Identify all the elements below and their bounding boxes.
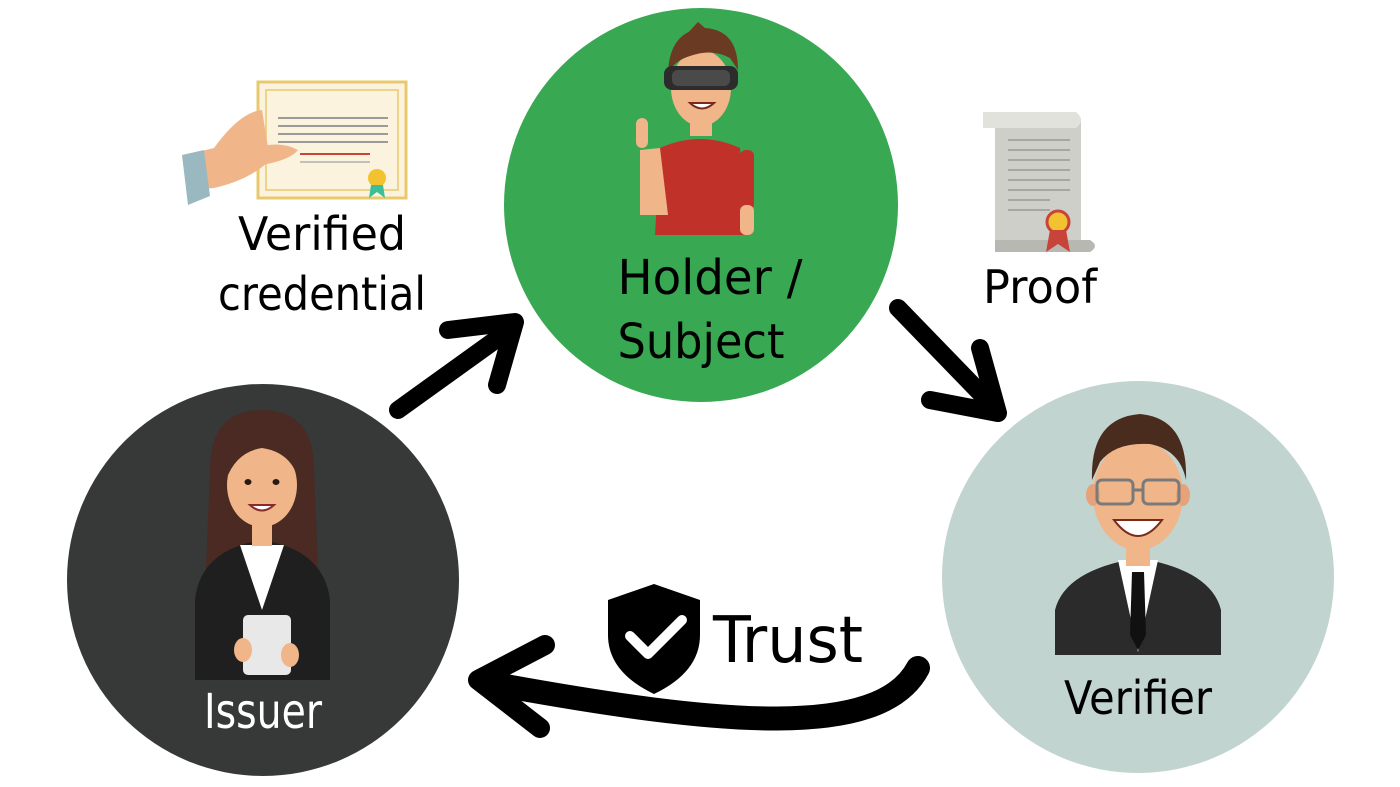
credential-label-line2: credential bbox=[218, 267, 426, 321]
shield-check-icon bbox=[608, 584, 700, 694]
trust-label: Trust bbox=[712, 604, 863, 678]
proof-label: Proof bbox=[983, 260, 1099, 314]
holder-label-line1: Holder / bbox=[618, 250, 804, 306]
issuer-label: Issuer bbox=[204, 684, 322, 740]
scroll-document-icon bbox=[983, 112, 1095, 252]
credential-label-line1: Verified bbox=[238, 207, 406, 261]
verifier-label: Verifier bbox=[1064, 671, 1212, 725]
certificate-in-hand-icon bbox=[182, 80, 408, 205]
arrow-verifier-to-issuer bbox=[468, 635, 930, 738]
issuer-avatar-icon bbox=[195, 410, 330, 680]
arrow-holder-to-verifier bbox=[889, 299, 1007, 422]
verifier-avatar-icon bbox=[1055, 414, 1221, 655]
arrow-issuer-to-holder bbox=[389, 313, 524, 419]
holder-label-line2: Subject bbox=[618, 314, 785, 370]
holder-avatar-icon bbox=[636, 22, 754, 235]
